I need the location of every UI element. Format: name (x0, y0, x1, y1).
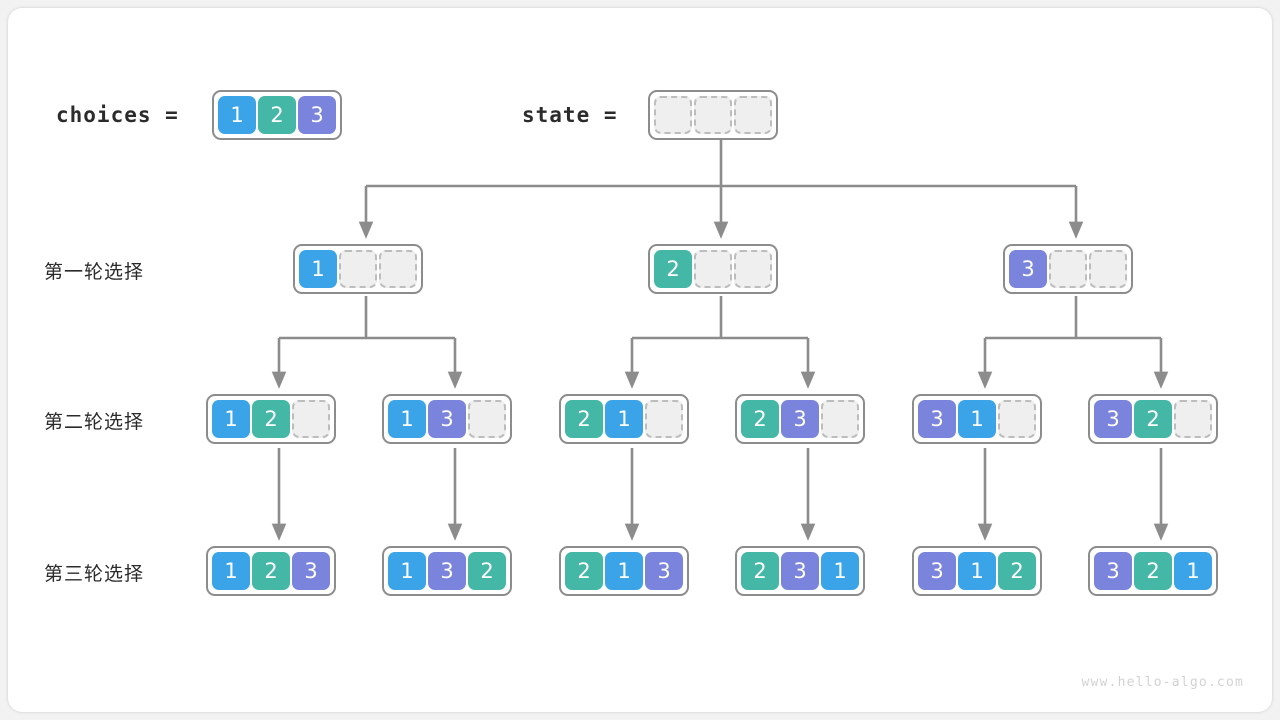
array-cell (1174, 400, 1212, 438)
array-cell: 2 (998, 552, 1036, 590)
array-cell: 1 (1174, 552, 1212, 590)
array-cell: 3 (1094, 552, 1132, 590)
tree-node-r3-n1: 1 3 2 (382, 546, 512, 596)
tree-node-r2-n2: 2 1 (559, 394, 689, 444)
array-cell: 1 (821, 552, 859, 590)
array-cell: 1 (958, 400, 996, 438)
array-cell: 2 (1134, 552, 1172, 590)
row-label-round-3: 第三轮选择 (44, 563, 145, 585)
choices-cell: 3 (298, 96, 336, 134)
watermark: www.hello-algo.com (1081, 675, 1244, 690)
array-cell (379, 250, 417, 288)
array-cell: 3 (918, 400, 956, 438)
tree-node-r2-n0: 1 2 (206, 394, 336, 444)
diagram-card: choices = 1 2 3 state = 第一轮选择 1 2 3 (8, 8, 1272, 712)
array-cell: 1 (605, 552, 643, 590)
array-cell: 2 (252, 552, 290, 590)
choices-cell: 1 (218, 96, 256, 134)
tree-node-r2-n5: 3 2 (1088, 394, 1218, 444)
state-cell (694, 96, 732, 134)
array-cell: 3 (1094, 400, 1132, 438)
array-cell: 3 (1009, 250, 1047, 288)
tree-node-r2-n4: 3 1 (912, 394, 1042, 444)
tree-node-r3-n4: 3 1 2 (912, 546, 1042, 596)
tree-node-r1-n0: 1 (293, 244, 423, 294)
array-cell: 2 (252, 400, 290, 438)
tree-node-r2-n3: 2 3 (735, 394, 865, 444)
tree-node-r3-n5: 3 2 1 (1088, 546, 1218, 596)
state-label: state = (522, 103, 618, 127)
choices-cell: 2 (258, 96, 296, 134)
array-cell: 2 (565, 552, 603, 590)
array-cell: 2 (654, 250, 692, 288)
array-cell (734, 250, 772, 288)
tree-node-r1-n1: 2 (648, 244, 778, 294)
array-cell: 1 (212, 552, 250, 590)
tree-node-r2-n1: 1 3 (382, 394, 512, 444)
tree-node-r3-n0: 1 2 3 (206, 546, 336, 596)
array-cell: 3 (428, 552, 466, 590)
choices-label: choices = (56, 103, 179, 127)
array-cell: 1 (958, 552, 996, 590)
array-cell (1089, 250, 1127, 288)
array-cell: 3 (781, 400, 819, 438)
array-cell (468, 400, 506, 438)
state-array (648, 90, 778, 140)
array-cell: 3 (918, 552, 956, 590)
tree-node-r3-n2: 2 1 3 (559, 546, 689, 596)
array-cell (998, 400, 1036, 438)
array-cell: 1 (388, 400, 426, 438)
array-cell: 1 (212, 400, 250, 438)
array-cell (694, 250, 732, 288)
array-cell: 1 (388, 552, 426, 590)
array-cell: 1 (605, 400, 643, 438)
row-label-round-1: 第一轮选择 (44, 261, 145, 283)
array-cell (1049, 250, 1087, 288)
state-cell (654, 96, 692, 134)
array-cell: 3 (428, 400, 466, 438)
row-label-round-2: 第二轮选择 (44, 411, 145, 433)
array-cell: 2 (741, 400, 779, 438)
array-cell (339, 250, 377, 288)
array-cell (645, 400, 683, 438)
choices-array: 1 2 3 (212, 90, 342, 140)
tree-node-r1-n2: 3 (1003, 244, 1133, 294)
array-cell: 2 (741, 552, 779, 590)
array-cell: 1 (299, 250, 337, 288)
array-cell: 2 (565, 400, 603, 438)
array-cell: 3 (645, 552, 683, 590)
array-cell: 3 (292, 552, 330, 590)
tree-node-r3-n3: 2 3 1 (735, 546, 865, 596)
array-cell: 2 (1134, 400, 1172, 438)
array-cell: 3 (781, 552, 819, 590)
array-cell (292, 400, 330, 438)
state-cell (734, 96, 772, 134)
tree-edges (271, 136, 1169, 541)
array-cell (821, 400, 859, 438)
array-cell: 2 (468, 552, 506, 590)
